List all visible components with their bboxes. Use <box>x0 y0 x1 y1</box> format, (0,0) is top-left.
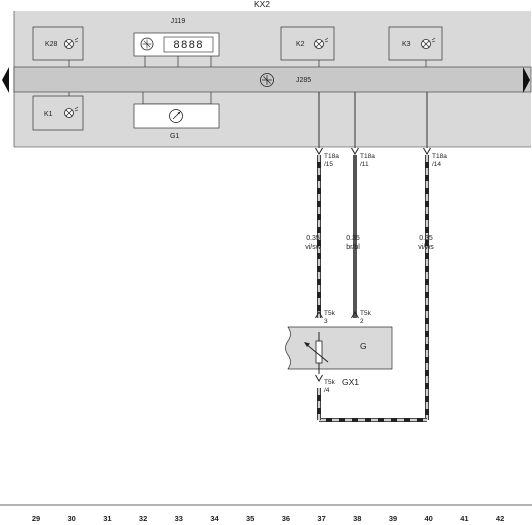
k1-warning-lamp-icon <box>64 106 79 118</box>
ruler-number: 39 <box>389 514 397 523</box>
t5k-4-label-b: /4 <box>324 387 330 394</box>
j119-symbol-icon <box>140 37 154 51</box>
k3-box <box>388 26 443 61</box>
ruler-number: 29 <box>32 514 40 523</box>
t5k-4-label-a: T5k <box>324 379 336 386</box>
t18a-14-connector-icon <box>423 147 431 155</box>
k3-label: K3 <box>402 41 411 48</box>
cluster-title: KX2 <box>254 0 270 9</box>
j119-label: J119 <box>171 18 186 25</box>
t5k-3-connector-icon <box>315 311 323 319</box>
t5k-3-label-b: 3 <box>324 318 328 325</box>
k1-label: K1 <box>44 111 53 118</box>
t5k-4-connector-icon <box>315 374 323 382</box>
ruler-number: 36 <box>282 514 290 523</box>
t18a-11-label-b: /11 <box>360 161 369 168</box>
k3-warning-lamp-icon <box>421 37 436 49</box>
wire-3-size: 0.35 <box>419 235 433 242</box>
variable-resistor-icon <box>304 332 329 374</box>
t18a-15-label-a: T18a <box>324 153 339 160</box>
wire-1-color: vi/sw <box>305 244 322 251</box>
k2-warning-lamp-icon <box>314 37 329 49</box>
page-forward-arrow-icon[interactable] <box>523 67 530 93</box>
t5k-2-connector-icon <box>351 311 359 319</box>
j119-digits-box <box>163 36 214 53</box>
ruler-number: 35 <box>246 514 254 523</box>
wire-2-color: br/bl <box>346 244 360 251</box>
ruler-number: 30 <box>68 514 76 523</box>
t5k-2-label-b: 2 <box>360 318 364 325</box>
t18a-14-label-a: T18a <box>432 153 447 160</box>
page-back-arrow-icon[interactable] <box>2 67 9 93</box>
wire-2-size: 0.35 <box>346 235 360 242</box>
ruler-number: 37 <box>317 514 325 523</box>
k28-warning-lamp-icon <box>64 37 79 49</box>
t18a-14-label-b: /14 <box>432 161 441 168</box>
t18a-15-label-b: /15 <box>324 161 333 168</box>
t18a-15-connector-icon <box>315 147 323 155</box>
t18a-11-connector-icon <box>351 147 359 155</box>
gx1-label: GX1 <box>342 377 359 387</box>
ruler-number: 34 <box>210 514 219 523</box>
t5k-2-label-a: T5k <box>360 310 372 317</box>
ruler-number: 38 <box>353 514 361 523</box>
j285-band <box>13 66 532 93</box>
g-label: G <box>360 341 367 351</box>
ruler: 29 30 31 32 33 34 35 36 37 38 39 40 41 42 <box>32 514 504 523</box>
ruler-number: 42 <box>496 514 504 523</box>
wire-1-size: 0.35 <box>306 235 320 242</box>
j285-label: J285 <box>296 77 311 84</box>
j285-symbol-icon <box>260 73 274 87</box>
k2-box <box>280 26 335 61</box>
ruler-number: 40 <box>425 514 433 523</box>
k28-label: K28 <box>45 41 58 48</box>
wire-vi-ws <box>317 92 429 422</box>
g1-label: G1 <box>170 133 179 140</box>
wire-3-color: vi/ws <box>418 244 434 251</box>
ruler-number: 31 <box>103 514 111 523</box>
g1-gauge-icon <box>169 109 183 123</box>
ruler-number: 33 <box>175 514 183 523</box>
k28-box <box>32 26 84 61</box>
sender-g-box <box>285 326 393 370</box>
ruler-number: 32 <box>139 514 147 523</box>
ruler-number: 41 <box>460 514 468 523</box>
j119-digits: 8888 <box>173 40 203 52</box>
k1-box <box>32 95 84 131</box>
t18a-11-label-a: T18a <box>360 153 375 160</box>
k2-label: K2 <box>296 41 305 48</box>
t5k-3-label-a: T5k <box>324 310 336 317</box>
